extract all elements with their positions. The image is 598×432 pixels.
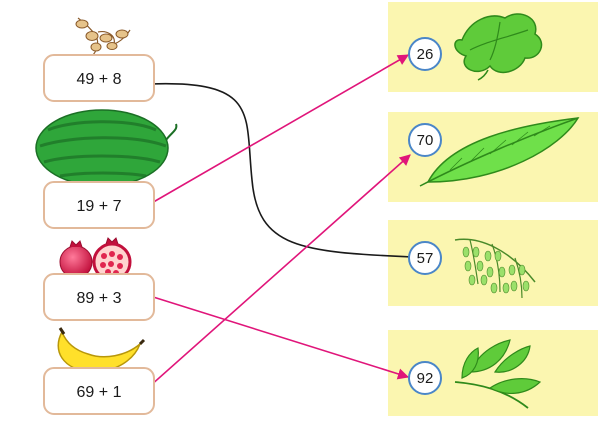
expression-label: 49 + 8: [77, 71, 122, 88]
banana-leaf-icon: [419, 117, 580, 187]
expression-box-3: 89 + 3: [43, 273, 155, 321]
connection-19-plus-7-to-26: [149, 54, 409, 205]
answer-label: 57: [417, 250, 434, 267]
watermelon-leaf-icon: [454, 13, 543, 81]
connection-69-plus-1-to-70: [149, 154, 411, 387]
answer-label: 92: [417, 370, 434, 387]
answer-label: 70: [417, 132, 434, 149]
answer-label: 26: [417, 46, 434, 63]
expression-box-2: 19 + 7: [43, 181, 155, 229]
expression-box-4: 69 + 1: [43, 367, 155, 415]
expression-box-1: 49 + 8: [43, 54, 155, 102]
expression-label: 19 + 7: [77, 198, 122, 215]
answer-circle-1: 26: [408, 37, 442, 71]
pomegranate-icon: [59, 237, 132, 282]
connection-49-plus-8-to-57: [149, 82, 413, 258]
connection-lines: [149, 54, 413, 387]
banana-icon: [57, 327, 146, 373]
tamarind-icon: [75, 17, 131, 57]
expression-label: 69 + 1: [77, 384, 122, 401]
connection-89-plus-3-to-92: [149, 295, 410, 380]
watermelon-icon: [35, 109, 178, 187]
answer-circle-3: 57: [408, 241, 442, 275]
pomegranate-leaf-icon: [454, 339, 542, 409]
answer-circle-2: 70: [408, 123, 442, 157]
answer-circle-4: 92: [408, 361, 442, 395]
expression-label: 89 + 3: [77, 290, 122, 307]
tamarind-leaf-icon: [454, 238, 536, 299]
